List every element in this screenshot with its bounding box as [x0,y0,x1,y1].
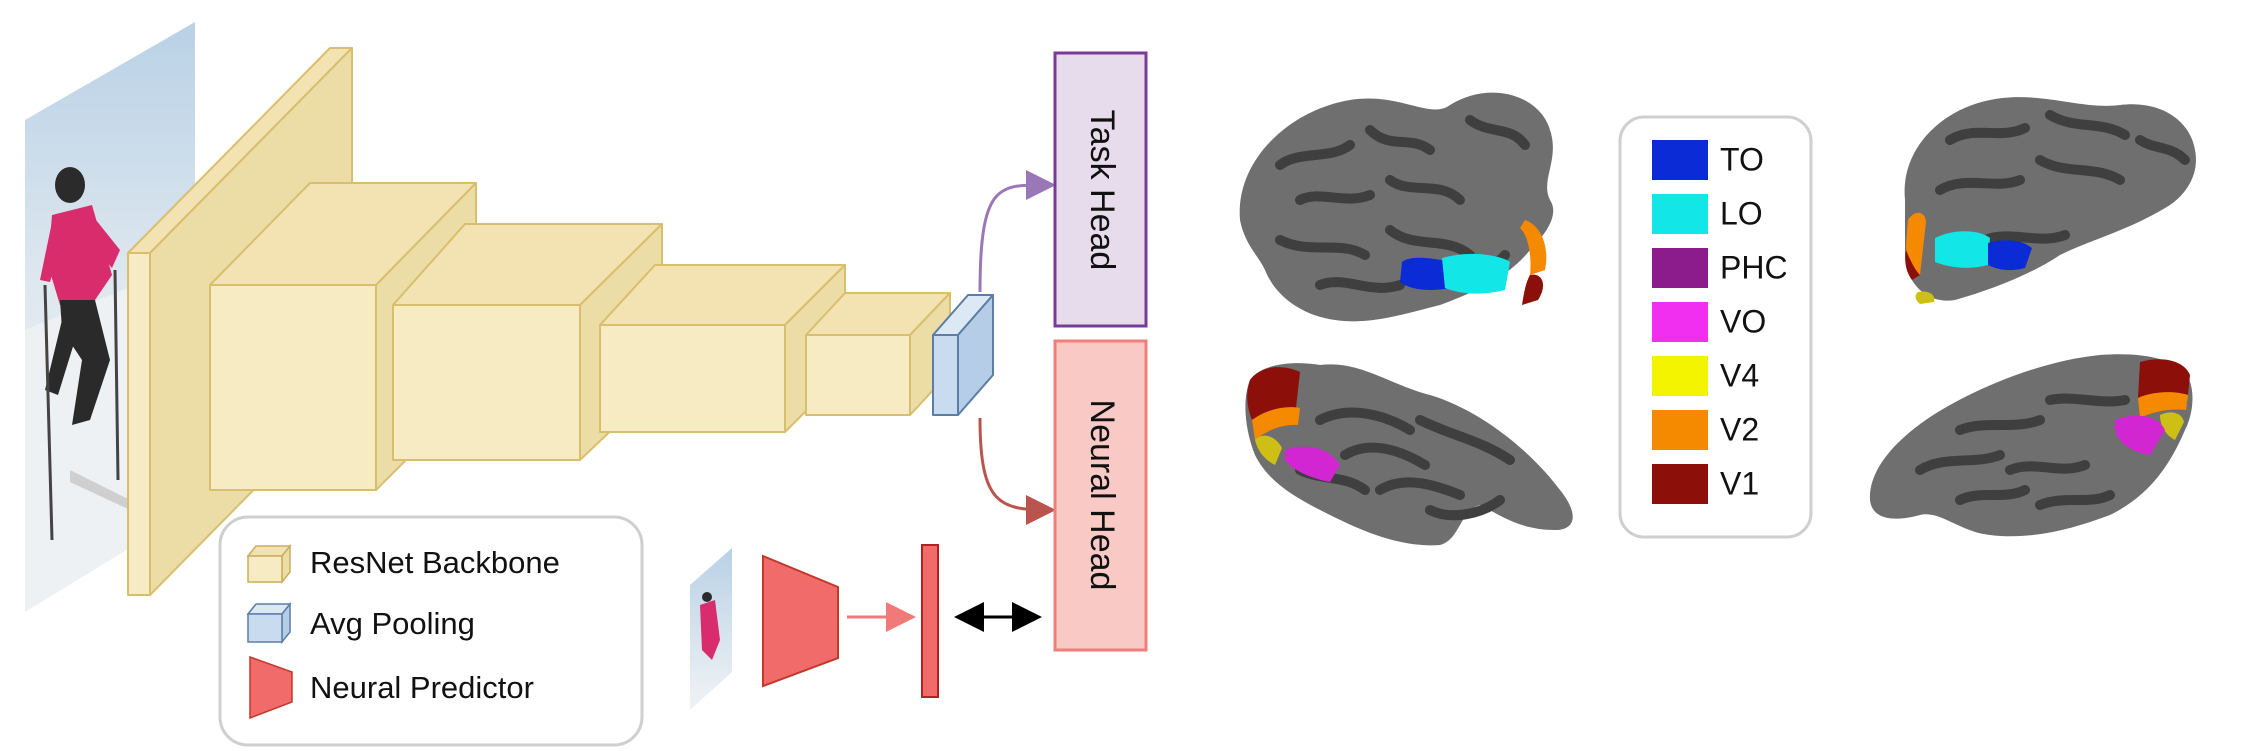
arrow-to-task-head [978,169,1056,293]
roi-swatch-to [1652,140,1708,180]
task-head-box: Task Head [1053,51,1148,328]
roi-label-v2: V2 [1720,411,1759,447]
region-V4-right [1915,291,1935,304]
brain-medial-left [1245,363,1573,546]
avg-pooling-block [932,294,994,416]
red-trapezoid-icon [249,655,293,720]
roi-label-to: TO [1720,141,1764,177]
legend-predictor-label: Neural Predictor [310,670,534,705]
legend-avgpool-label: Avg Pooling [310,606,475,641]
roi-swatch-lo [1652,194,1708,234]
skier-figure [40,167,130,541]
backbone-block-4 [599,264,846,433]
region-V1-right [1905,250,1920,280]
left-legend: ResNet Backbone Avg Pooling Neural Predi… [218,515,644,747]
brain-medial-right [1869,354,2193,537]
region-LO-right [1935,231,1990,268]
arrow-to-neural-head [978,417,1056,525]
roi-swatch-phc [1652,248,1708,288]
roi-label-lo: LO [1720,195,1763,231]
predictor-output-bar [921,544,939,698]
backbone-block-5 [805,292,951,416]
region-V4-medial-right [2160,412,2184,440]
legend-resnet-label: ResNet Backbone [310,545,560,580]
region-V1-medial-left [1247,367,1300,420]
small-input-image [690,548,732,710]
region-V4-medial-left [1255,435,1282,465]
brain-lateral-right [1904,97,2196,304]
roi-swatch-v4 [1652,356,1708,396]
task-head-label: Task Head [1083,110,1121,271]
roi-label-phc: PHC [1720,249,1788,285]
brain-lateral-left [1239,92,1554,322]
roi-label-v4: V4 [1720,357,1759,393]
region-TO-left [1400,257,1450,290]
roi-swatch-v1 [1652,464,1708,504]
region-TO-right [1988,240,2032,271]
region-V2-right [1906,212,1926,275]
neural-predictor-trapezoid [762,554,839,688]
roi-swatch-vo [1652,302,1708,342]
region-V2-medial-right [2138,392,2188,418]
region-VO-medial-right [2115,415,2165,455]
resnet-backbone [127,47,951,596]
roi-label-v1: V1 [1720,465,1759,501]
region-LO-left [1442,253,1510,294]
region-V1-medial-right [2138,359,2190,398]
region-V1-left [1522,274,1544,305]
roi-swatch-v2 [1652,410,1708,450]
region-V2-left [1520,220,1547,275]
region-V2-medial-left [1252,407,1300,440]
neural-head-box: Neural Head [1053,339,1148,652]
blue-cube-icon [246,601,292,645]
roi-label-vo: VO [1720,303,1766,339]
region-VO-medial-left [1285,446,1340,482]
neural-head-label: Neural Head [1083,400,1121,591]
yellow-cube-icon [246,543,292,585]
